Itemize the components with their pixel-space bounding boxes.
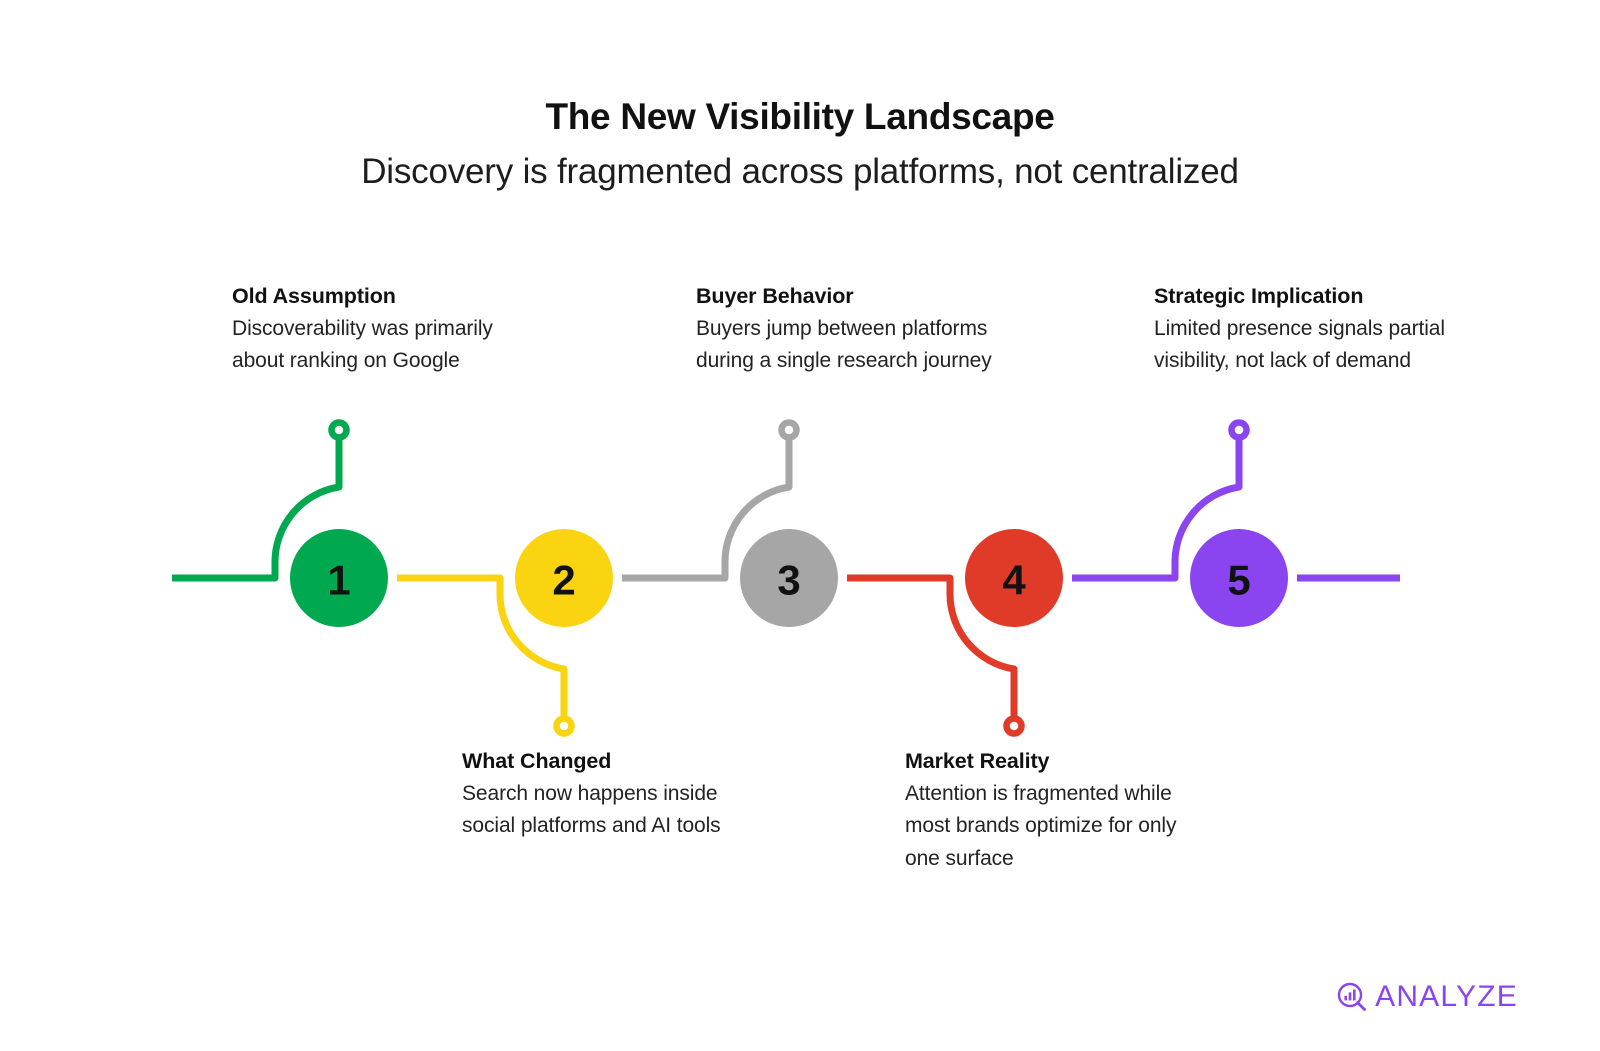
callout-body-1: Discoverability was primarily about rank… (232, 316, 493, 373)
callout-title-3: Buyer Behavior (696, 284, 854, 308)
connector-path-2 (397, 574, 568, 720)
callout-title-2: What Changed (462, 749, 612, 773)
magnifier-bar-chart-icon (1337, 982, 1367, 1011)
callout-step-1: Old Assumption Discoverability was prima… (232, 283, 522, 378)
step-circle-3 (740, 529, 838, 627)
title-block: The New Visibility Landscape Discovery i… (0, 96, 1600, 193)
callout-body-4: Attention is fragmented while most brand… (905, 781, 1177, 870)
callout-body-5: Limited presence signals partial visibil… (1154, 316, 1445, 373)
page-title: The New Visibility Landscape (545, 96, 1055, 137)
callout-step-4: Market Reality Attention is fragmented w… (905, 748, 1215, 876)
step-circle-2 (515, 529, 613, 627)
step-node-1[interactable]: 1 (290, 529, 388, 627)
callout-step-5: Strategic Implication Limited presence s… (1154, 283, 1454, 378)
connector-step-3 (622, 419, 800, 582)
callout-body-3: Buyers jump between platforms during a s… (696, 316, 992, 373)
connector-endpoint-dot-1 (328, 419, 350, 441)
step-circle-4 (965, 529, 1063, 627)
page-subtitle: Discovery is fragmented across platforms… (361, 151, 1239, 191)
step-node-5[interactable]: 5 (1190, 529, 1288, 627)
callout-title-1: Old Assumption (232, 284, 396, 308)
connector-step-1 (172, 419, 350, 582)
step-number-4: 4 (1002, 557, 1026, 604)
step-node-3[interactable]: 3 (740, 529, 838, 627)
callout-title-4: Market Reality (905, 749, 1050, 773)
connector-path-1 (172, 436, 343, 582)
step-node-2[interactable]: 2 (515, 529, 613, 627)
connector-endpoint-dot-3 (778, 419, 800, 441)
step-number-2: 2 (552, 557, 575, 604)
brand-logo: ANALYZE (1336, 981, 1518, 1013)
callout-step-2: What Changed Search now happens inside s… (462, 748, 762, 843)
connector-endpoint-dot-2 (553, 715, 575, 737)
step-node-4[interactable]: 4 (965, 529, 1063, 627)
callout-body-2: Search now happens inside social platfor… (462, 781, 721, 838)
connector-endpoint-dot-5 (1228, 419, 1250, 441)
step-circle-1 (290, 529, 388, 627)
connector-endpoint-dot-4 (1003, 715, 1025, 737)
connector-path-3 (622, 436, 793, 582)
callout-step-3: Buyer Behavior Buyers jump between platf… (696, 283, 996, 378)
step-circle-5 (1190, 529, 1288, 627)
connector-step-4 (847, 574, 1025, 737)
brand-logo-text: ANALYZE (1375, 980, 1518, 1013)
step-number-1: 1 (327, 557, 350, 604)
step-number-5: 5 (1227, 557, 1250, 604)
connector-path-4 (847, 574, 1018, 720)
connector-path-5 (1072, 436, 1243, 582)
connector-step-2 (397, 574, 575, 737)
step-number-3: 3 (777, 557, 800, 604)
connector-step-5 (1072, 419, 1400, 582)
callout-title-5: Strategic Implication (1154, 284, 1364, 308)
